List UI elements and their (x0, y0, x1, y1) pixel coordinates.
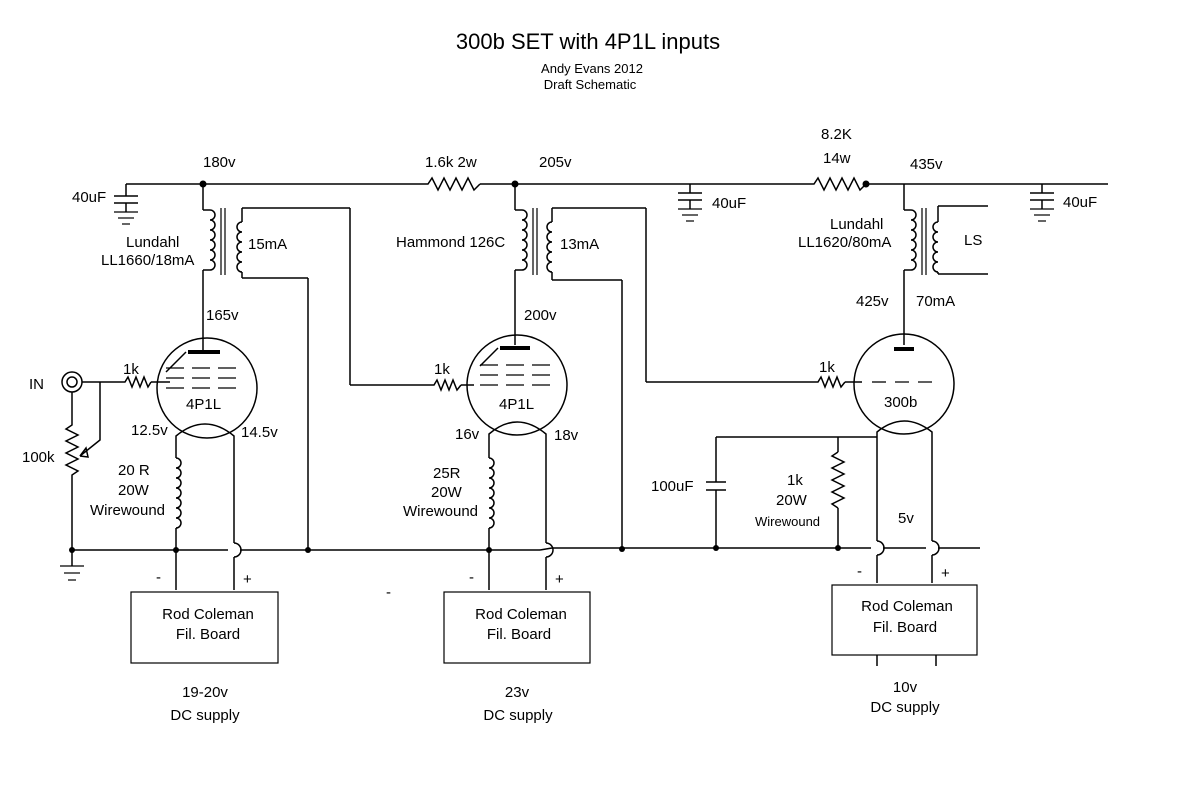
board3-a-label: Rod Coleman (861, 598, 953, 615)
board2-b-label: Fil. Board (487, 626, 551, 643)
in-label: IN (29, 376, 44, 393)
sup1-a-label: 19-20v (182, 684, 228, 701)
minus-stray-label: - (386, 584, 391, 601)
r1k-b-label: 1k (434, 361, 450, 378)
v205-label: 205v (539, 154, 572, 171)
filament-board-2 (443, 591, 591, 664)
author-label: Andy Evans 2012 (541, 61, 643, 76)
v5-label: 5v (898, 510, 914, 527)
v125-label: 12.5v (131, 422, 168, 439)
cap100-label: 100uF (651, 478, 694, 495)
v18-label: 18v (554, 427, 579, 444)
t1-ma-label: 15mA (248, 236, 287, 253)
v165-label: 165v (206, 307, 239, 324)
r82k-label: 8.2K (821, 126, 852, 143)
cap2-label: 40uF (712, 195, 746, 212)
filter-cap-3 (1030, 184, 1054, 222)
volume-pot-100k (64, 382, 101, 550)
v425-label: 425v (856, 293, 889, 310)
tube1-label: 4P1L (186, 396, 221, 413)
plus1-label: + (243, 571, 252, 588)
tube-3-300b (853, 333, 955, 440)
r1k-c-label: 1k (819, 359, 835, 376)
tube3-label: 300b (884, 394, 917, 411)
rf2-b-label: 20W (431, 484, 463, 501)
board1-a-label: Rod Coleman (162, 606, 254, 623)
minus3-label: - (857, 563, 862, 580)
filament-board-1 (130, 591, 279, 664)
ground-symbol (60, 547, 84, 581)
t2-ma-label: 13mA (560, 236, 599, 253)
t1-model-label: LL1660/18mA (101, 252, 194, 269)
v16-label: 16v (455, 426, 480, 443)
r82k-watt-label: 14w (823, 150, 851, 167)
ma70-label: 70mA (916, 293, 955, 310)
filter-cap-1 (114, 184, 138, 225)
ls-label: LS (964, 232, 982, 249)
junction-dot (862, 180, 870, 188)
transformer-2 (514, 184, 646, 345)
resistor-1-6k (424, 176, 481, 192)
v180-label: 180v (203, 154, 236, 171)
transformer-1 (202, 184, 350, 352)
filament-resistor-1 (173, 444, 242, 590)
interstage-wire-1 (349, 208, 474, 393)
v145-label: 14.5v (241, 424, 278, 441)
tube-1-4p1l (156, 337, 258, 444)
cap3-label: 40uF (1063, 194, 1097, 211)
sup3-a-label: 10v (893, 679, 918, 696)
r100k-label: 100k (22, 449, 55, 466)
rf1-c-label: Wirewound (90, 502, 165, 519)
board2-a-label: Rod Coleman (475, 606, 567, 623)
sup2-b-label: DC supply (483, 707, 553, 724)
board3-b-label: Fil. Board (873, 619, 937, 636)
board1-b-label: Fil. Board (176, 626, 240, 643)
cap1-label: 40uF (72, 189, 106, 206)
v200-label: 200v (524, 307, 557, 324)
r1k-a-label: 1k (123, 361, 139, 378)
rk-c-label: Wirewound (755, 514, 820, 529)
draft-label: Draft Schematic (544, 77, 637, 92)
minus2-label: - (469, 569, 474, 586)
rf2-c-label: Wirewound (403, 503, 478, 520)
filter-cap-2 (678, 184, 702, 222)
schematic-title: 300b SET with 4P1L inputs (456, 29, 720, 54)
rf1-b-label: 20W (118, 482, 150, 499)
rk-b-label: 20W (776, 492, 808, 509)
t3-model-label: LL1620/80mA (798, 234, 891, 251)
minus1-label: - (156, 569, 161, 586)
cathode-bypass-network (706, 436, 940, 583)
sup3-b-label: DC supply (870, 699, 940, 716)
resistor-8-2k (810, 176, 867, 192)
rf1-a-label: 20 R (118, 462, 150, 479)
t3-name-label: Lundahl (830, 216, 883, 233)
r16k-label: 1.6k 2w (425, 154, 477, 171)
plus3-label: + (941, 565, 950, 582)
tube-2-4p1l (466, 334, 568, 442)
filament-resistor-2 (486, 442, 554, 590)
sup1-b-label: DC supply (170, 707, 240, 724)
input-jack (61, 371, 164, 422)
sup2-a-label: 23v (505, 684, 530, 701)
tube2-label: 4P1L (499, 396, 534, 413)
rf2-a-label: 25R (433, 465, 461, 482)
filament-board-3 (831, 584, 978, 666)
t2-name-label: Hammond 126C (396, 234, 505, 251)
output-transformer (903, 184, 988, 345)
rk-a-label: 1k (787, 472, 803, 489)
ground-bus (72, 545, 980, 553)
plus2-label: + (555, 571, 564, 588)
t1-name-label: Lundahl (126, 234, 179, 251)
interstage-wire-2 (645, 208, 856, 390)
v435-label: 435v (910, 156, 943, 173)
